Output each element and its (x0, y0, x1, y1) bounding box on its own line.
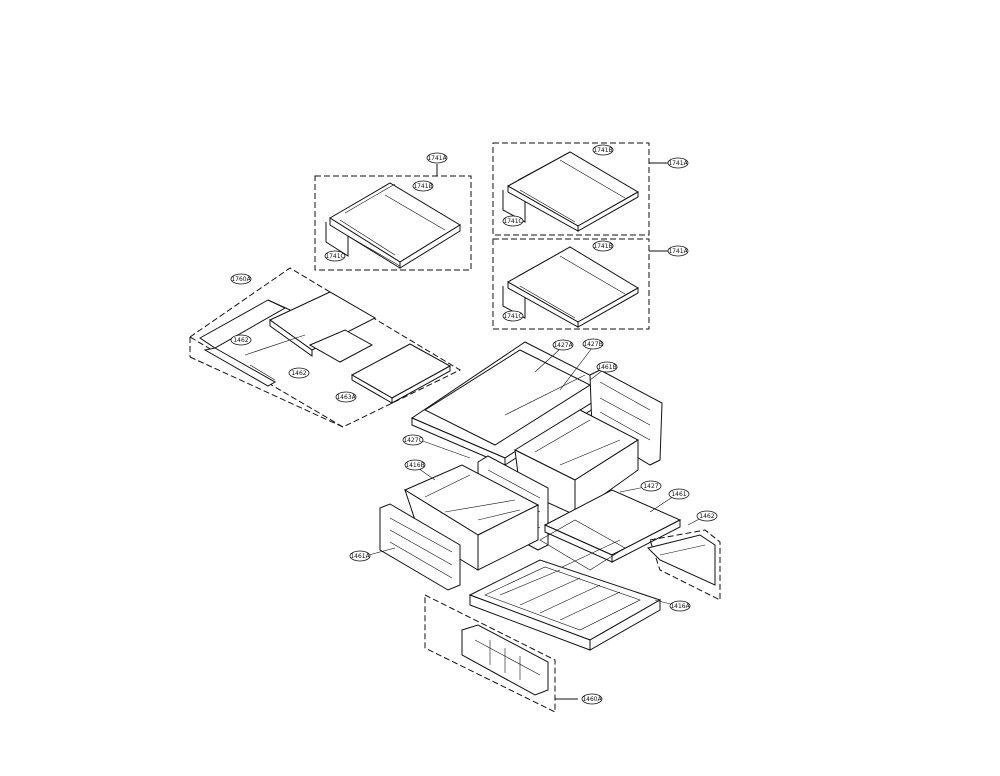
callout-slide-cover: 1462 (288, 367, 310, 379)
callout-label: 1462 (291, 370, 306, 377)
left-divider-panel (379, 503, 461, 591)
callout-label: 1427 (643, 483, 658, 490)
callout-bubble (230, 273, 252, 285)
callout-shelf-box-2: 1741A (667, 157, 689, 169)
callout-label: 1427B (583, 341, 602, 348)
callout-labels: 1741A 1741B 1741C 1741A 1741B 1741C 1741A 1741B… (230, 144, 718, 705)
callout-bubble (230, 334, 252, 346)
callout-pantry-drawer: 1416A (669, 600, 691, 612)
pantry-cover-assembly (539, 489, 682, 576)
callout-bubble (669, 600, 691, 612)
callout-pantry-cover: 1461 (668, 488, 690, 500)
callout-label: 1741B (593, 243, 612, 250)
callout-bubble (581, 693, 603, 705)
callout-bubble (596, 361, 618, 373)
callout-right-divider: 1461B (596, 361, 618, 373)
callout-bubble (426, 152, 448, 164)
callout-label: 1741B (413, 183, 432, 190)
callout-slide-shelf-box: 1760A (230, 273, 252, 285)
callout-label: 1760A (231, 276, 251, 283)
callout-label: 1427C (403, 437, 422, 444)
right-crisper-drawer (513, 409, 640, 516)
shelf-assembly-2 (492, 142, 670, 236)
callout-bubble (335, 391, 357, 403)
callout-bubble (349, 550, 371, 562)
callout-bubble (640, 480, 662, 492)
slide-shelf-assembly (189, 267, 462, 428)
callout-shelf-1-edge: 1741C (324, 250, 346, 262)
callout-bubble (288, 367, 310, 379)
slide-shelf-boundary (189, 267, 462, 428)
shelf-assembly-3 (492, 238, 670, 330)
callout-right-rail: 1427 (640, 480, 662, 492)
callout-shelf-1-sub: 1741B (412, 180, 434, 192)
callout-bubble (667, 245, 689, 257)
callout-label: 1741A (427, 155, 447, 162)
callout-label: 1741A (668, 248, 688, 255)
callout-bubble (696, 510, 718, 522)
callout-left-drawer: 1416B (404, 459, 426, 471)
callout-label: 1462 (699, 513, 714, 520)
callout-label: 1416A (670, 603, 690, 610)
callout-slide-glass: 1463A (335, 391, 357, 403)
callout-bubble (582, 338, 604, 350)
callout-bubble (592, 240, 614, 252)
callout-shelf-3-edge: 1741C (502, 310, 524, 322)
shelf-2-boundary (492, 142, 650, 236)
slide-shelf-glass-b (350, 343, 452, 399)
callout-bubble (502, 310, 524, 322)
callout-label: 1463A (336, 394, 356, 401)
callout-label: 1741B (593, 147, 612, 154)
callout-bubble (404, 459, 426, 471)
callout-left-divider: 1461A (349, 550, 371, 562)
callout-label: 1416B (405, 462, 424, 469)
pantry-drawer (468, 559, 662, 651)
shelf-3-boundary (492, 238, 650, 330)
callout-label: 1460A (582, 696, 602, 703)
callout-label: 1741A (668, 160, 688, 167)
shelf-2-glass (506, 151, 639, 227)
shelf-assembly-1 (314, 164, 472, 271)
callout-label: 1741C (325, 253, 344, 260)
callout-pantry-front: 1462 (696, 510, 718, 522)
callout-bubble (502, 215, 524, 227)
callout-bubble (412, 180, 434, 192)
callout-shelf-box-1: 1741A (426, 152, 448, 164)
callout-shelf-box-3: 1741A (667, 245, 689, 257)
pantry-front-boundary (649, 529, 721, 601)
callout-bubble (324, 250, 346, 262)
callout-bubble (552, 339, 574, 351)
callout-label: 1427A (553, 342, 573, 349)
callout-shelf-2-edge: 1741C (502, 215, 524, 227)
callout-crisper-cover-a: 1427B (582, 338, 604, 350)
callout-label: 1741C (503, 218, 522, 225)
shelf-1-boundary (314, 175, 472, 271)
callout-label: 1461B (597, 364, 616, 371)
callout-pantry-box: 1460A (581, 693, 603, 705)
callout-label: 1461A (350, 553, 370, 560)
callout-label: 1461 (671, 491, 686, 498)
shelf-3-glass (506, 246, 639, 323)
pantry-bottom-assembly (424, 594, 578, 713)
callout-slide-rail: 1462 (230, 334, 252, 346)
pantry-front (647, 534, 716, 586)
callout-bubble (667, 157, 689, 169)
callout-label: 1462 (233, 337, 248, 344)
callout-label: 1741C (503, 313, 522, 320)
callout-bubble (668, 488, 690, 500)
pantry-front-panel (647, 529, 721, 601)
callout-crisper-glass: 1427A (552, 339, 574, 351)
callout-shelf-3-sub: 1741B (592, 240, 614, 252)
callout-shelf-2-sub: 1741B (592, 144, 614, 156)
shelf-1-glass (329, 182, 461, 263)
callout-bubble (402, 434, 424, 446)
callout-bubble (592, 144, 614, 156)
callout-crisper-frame: 1427C (402, 434, 424, 446)
